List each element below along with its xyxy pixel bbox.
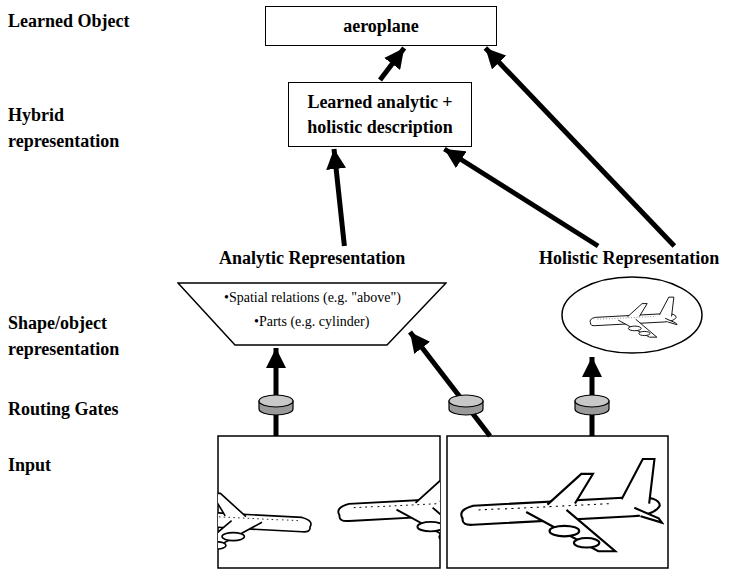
input-image (447, 436, 668, 568)
bullet-text: •Spatial relations (e.g. "above") (224, 290, 401, 306)
level-label: Hybrid representation (8, 102, 138, 154)
connector-arrow (334, 149, 344, 246)
connector-arrow (485, 48, 674, 246)
connector-arrow (444, 149, 598, 246)
level-label: Shape/object representation (8, 310, 138, 362)
plane-drawing (218, 462, 440, 552)
box-text: Learned analytic + holistic description (297, 90, 463, 139)
process-box: Learned analytic + holistic description (288, 82, 472, 147)
holistic-representation: Holistic Representation (526, 248, 732, 356)
routing-gate (259, 395, 609, 415)
level-label: Learned Object (8, 8, 208, 34)
analytic-representation: Analytic Representation •Spatial relation… (177, 248, 447, 346)
heading: Analytic Representation (219, 248, 405, 269)
box-text: aeroplane (343, 14, 419, 38)
routing-arrow (274, 348, 279, 436)
bullet-text: •Parts (e.g. cylinder) (254, 314, 369, 330)
routing-arrow (410, 332, 490, 436)
plane-drawing (461, 459, 662, 551)
process-box: aeroplane (265, 6, 497, 46)
level-label: Input (8, 452, 208, 478)
connector-arrow (380, 48, 404, 80)
heading: Holistic Representation (539, 248, 719, 269)
level-label: Routing Gates (8, 396, 208, 422)
